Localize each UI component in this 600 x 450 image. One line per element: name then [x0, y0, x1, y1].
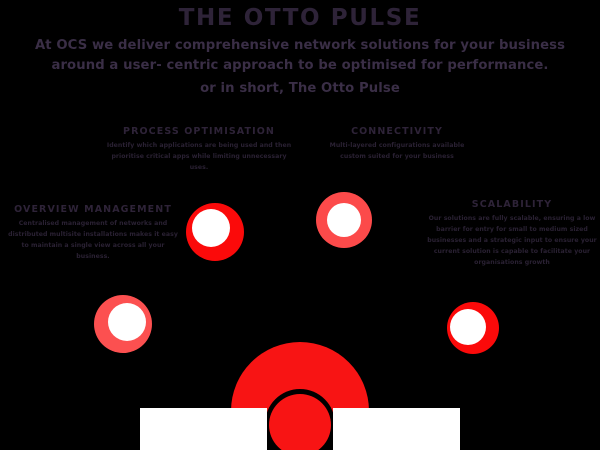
page-title: The Otto Pulse — [178, 5, 422, 31]
feature-overview-management: Overview Management Centralised manageme… — [4, 204, 182, 263]
node-core — [192, 209, 230, 247]
scalability-node-icon — [447, 302, 499, 354]
subtitle-line-3: or in short, The Otto Pulse — [200, 80, 400, 96]
white-band-right — [333, 408, 460, 450]
feature-body-scalability: Our solutions are fully scalable, ensuri… — [427, 215, 597, 266]
subtitle-line-2: centric approach to be optimised for per… — [166, 58, 549, 74]
connectivity-node-icon — [316, 192, 372, 248]
feature-heading-process-optimisation: Process Optimisation — [123, 126, 275, 137]
feature-body-overview-management: Centralised management of networks and d… — [8, 220, 178, 260]
feature-scalability: Scalability Our solutions are fully scal… — [424, 199, 600, 269]
feature-body-connectivity: Multi-layered configurations available c… — [329, 142, 465, 161]
feature-heading-connectivity: Connectivity — [351, 126, 443, 137]
otto-pulse-logo — [0, 334, 600, 450]
feature-heading-scalability: Scalability — [471, 199, 553, 210]
white-band-left — [140, 408, 267, 450]
feature-body-process-optimisation: Identify which applications are being us… — [106, 142, 292, 172]
page-subtitle: At OCS we deliver comprehensive network … — [14, 36, 586, 99]
feature-heading-overview-management: Overview Management — [14, 204, 172, 215]
feature-connectivity: Connectivity Multi-layered configuration… — [318, 126, 476, 163]
feature-process-optimisation: Process Optimisation Identify which appl… — [104, 126, 294, 174]
subtitle-line-1: At OCS we deliver comprehensive network … — [34, 38, 566, 74]
process-optimisation-node-icon — [186, 203, 244, 261]
node-core — [450, 309, 486, 345]
node-core — [327, 203, 361, 237]
node-core — [108, 303, 146, 341]
wifi-dot-icon — [269, 394, 331, 450]
overview-management-node-icon — [94, 295, 152, 353]
